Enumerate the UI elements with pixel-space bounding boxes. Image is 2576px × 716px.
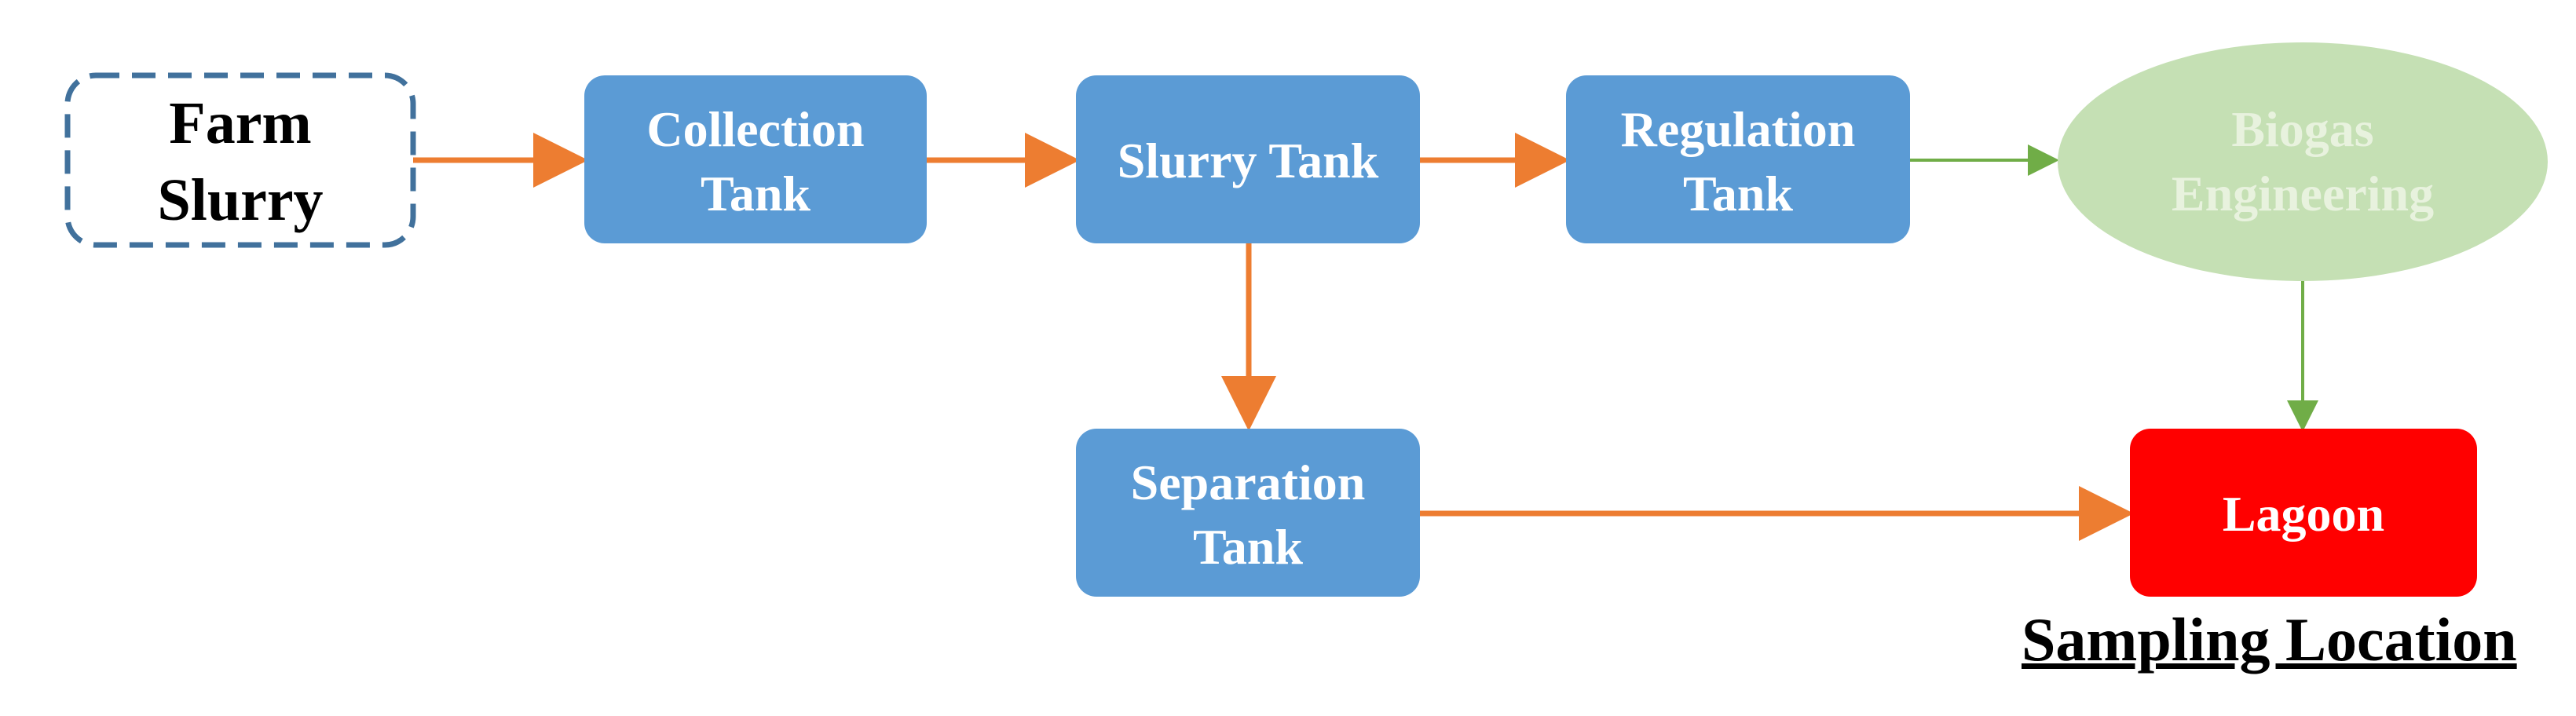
biogas-engineering-label-line1: Biogas	[2231, 101, 2373, 157]
node-biogas-engineering: Biogas Engineering	[2058, 42, 2548, 281]
separation-tank-label-line1: Separation	[1131, 455, 1366, 510]
lagoon-label: Lagoon	[2223, 486, 2384, 542]
collection-tank-label-line2: Tank	[701, 166, 810, 221]
arrows	[413, 133, 2318, 541]
regulation-tank-label-line2: Tank	[1683, 166, 1793, 221]
node-regulation-tank: Regulation Tank	[1566, 75, 1910, 243]
regulation-tank-label-line1: Regulation	[1621, 101, 1856, 157]
node-collection-tank: Collection Tank	[584, 75, 927, 243]
node-separation-tank: Separation Tank	[1076, 429, 1420, 597]
biogas-engineering-label-line2: Engineering	[2172, 166, 2434, 221]
node-slurry-tank: Slurry Tank	[1076, 75, 1420, 243]
node-lagoon: Lagoon	[2130, 429, 2477, 597]
separation-tank-label-line2: Tank	[1193, 519, 1303, 575]
slurry-tank-label: Slurry Tank	[1118, 133, 1379, 188]
node-farm-slurry: Farm Slurry	[64, 72, 416, 248]
farm-slurry-label-line1: Farm	[169, 90, 311, 156]
sampling-location-caption: Sampling Location	[2022, 605, 2517, 674]
collection-tank-label-line1: Collection	[646, 101, 864, 157]
farm-slurry-label-line2: Slurry	[157, 167, 323, 233]
